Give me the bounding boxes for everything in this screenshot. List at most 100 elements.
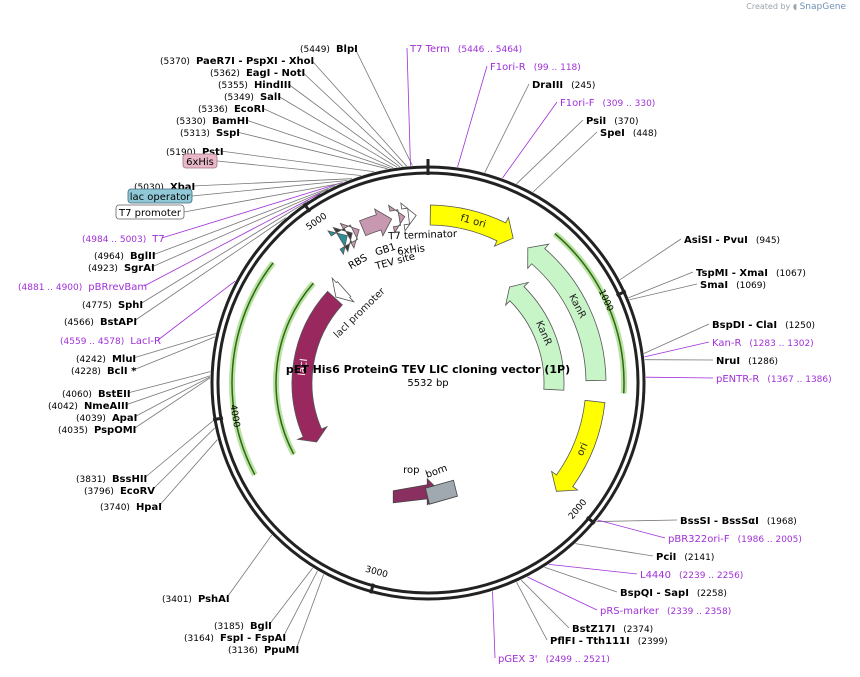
feature-glow-core	[231, 262, 274, 476]
site-name: pRS-marker	[600, 606, 660, 617]
site-position: (1067)	[776, 269, 806, 279]
feature-box-label: T7 promoter	[118, 208, 182, 219]
site-position: (5370)	[160, 57, 190, 67]
leader-line	[596, 519, 678, 522]
leader-line	[133, 217, 287, 322]
leader-line	[628, 271, 694, 299]
site-position: (4566)	[64, 318, 94, 328]
leader-line	[157, 280, 236, 341]
site-label-right: pENTR-R(1367 .. 1386)	[716, 374, 832, 385]
site-position: (2374)	[623, 625, 653, 635]
site-label-left: (4039)ApaI	[76, 413, 137, 424]
site-label-left: (5336)EcoRI	[198, 104, 265, 115]
small-feature-label: RBS	[347, 253, 370, 273]
leader-line	[133, 333, 216, 359]
leader-line	[287, 83, 401, 168]
feature-arrow	[331, 276, 356, 303]
site-name: NmeAIII	[84, 401, 128, 412]
small-feature-label: 6xHis	[397, 243, 426, 257]
tick-mark	[615, 289, 627, 297]
feature-label: lacI	[297, 358, 310, 377]
site-name: BssHII	[112, 474, 147, 485]
site-name: HpaI	[136, 502, 162, 513]
site-position: (4923)	[88, 264, 118, 274]
site-name: PspOMI	[94, 425, 136, 436]
site-position: (4242)	[76, 355, 106, 365]
leader-line	[406, 47, 411, 166]
t7term-arrow	[400, 202, 417, 232]
site-label-left: (5370) PaeR7I - PspXI - XhoI	[160, 56, 314, 67]
site-label-right: pBR322ori-F(1986 .. 2005)	[668, 534, 802, 545]
site-label-left: (5349)SalI	[224, 92, 281, 103]
leader-line	[520, 579, 570, 629]
site-position: (99 .. 118)	[534, 63, 581, 73]
site-position: (5349)	[224, 93, 254, 103]
site-position: (1283 .. 1302)	[749, 339, 813, 349]
leader-line	[457, 65, 488, 168]
site-name: NruI	[716, 356, 740, 367]
site-name: PshAI	[198, 594, 230, 605]
site-name: XbaI	[170, 182, 195, 193]
site-label-left: (5313)SspI	[180, 128, 240, 139]
tick-label: 4000	[227, 404, 241, 429]
site-name: MluI	[112, 354, 136, 365]
leader-line	[295, 574, 324, 650]
site-label-right: F1ori-R(99 .. 118)	[490, 62, 581, 73]
site-position: (3164)	[184, 634, 214, 644]
site-name: BglI	[250, 621, 272, 632]
site-name: BstZ17I	[572, 624, 615, 635]
leader-line	[619, 238, 682, 281]
site-label-left: (4559 .. 4578)LacI-R	[60, 336, 161, 347]
site-label-right: L4440(2239 .. 2256)	[640, 570, 743, 581]
site-name: ApaI	[112, 413, 137, 424]
site-name: DraIII	[532, 80, 563, 91]
leader-line	[527, 576, 598, 611]
site-position: (5355)	[218, 81, 248, 91]
leader-line	[354, 47, 413, 166]
leader-line	[125, 375, 211, 406]
site-name: pBRrevBam	[88, 282, 147, 293]
leader-line	[645, 376, 714, 379]
tick-mark	[586, 515, 596, 525]
site-name: pGEX 3'	[498, 654, 538, 665]
site-label-left: (4060)BstEII	[62, 389, 131, 400]
site-label-left: (4228)BclI *	[71, 366, 137, 377]
site-label-left: (3740)HpaI	[100, 502, 162, 513]
site-label-right: AsiSI - PvuI(945)	[684, 235, 780, 246]
site-label-left: (5330)BamHI	[176, 116, 249, 127]
credit-brand: SnapGene	[799, 2, 846, 12]
site-name: BclI *	[107, 366, 137, 377]
site-position: (4964)	[94, 252, 124, 262]
site-position: (2258)	[697, 589, 727, 599]
site-label-left: (5190)PstI	[166, 147, 224, 158]
site-label-right: TspMI - XmaI(1067)	[696, 268, 806, 279]
rop-label: rop	[403, 465, 419, 476]
leader-lines	[125, 47, 714, 659]
site-name-suffix: - NotI	[270, 68, 305, 79]
site-position: (3796)	[84, 487, 114, 497]
site-label-left: (4566)BstAPI	[64, 317, 137, 328]
leader-line	[629, 283, 698, 301]
site-position: (1986 .. 2005)	[738, 535, 802, 545]
site-label-right: DraIII(245)	[532, 80, 595, 91]
leader-line	[310, 59, 407, 167]
leader-line	[134, 376, 211, 418]
site-position: (5336)	[198, 105, 228, 115]
site-label-right: NruI(1286)	[716, 356, 778, 367]
site-name: BlpI	[336, 44, 358, 55]
site-name: PaeR7I	[196, 56, 235, 67]
leader-line	[268, 567, 313, 626]
site-name-suffix: - PspXI - XhoI	[235, 56, 314, 67]
feature-box	[127, 188, 193, 204]
site-name: PstI	[202, 147, 224, 158]
site-name: AsiSI	[684, 235, 712, 246]
tev-block	[388, 204, 406, 234]
site-label-left: (3136)PpuMI	[228, 645, 299, 656]
leader-line	[516, 582, 548, 641]
site-label-left: (5030)XbaI	[134, 182, 195, 193]
site-label-right: SmaI(1069)	[700, 280, 766, 291]
site-position: (4060)	[62, 390, 92, 400]
site-position: (309 .. 330)	[602, 99, 655, 109]
his-block	[339, 222, 360, 250]
